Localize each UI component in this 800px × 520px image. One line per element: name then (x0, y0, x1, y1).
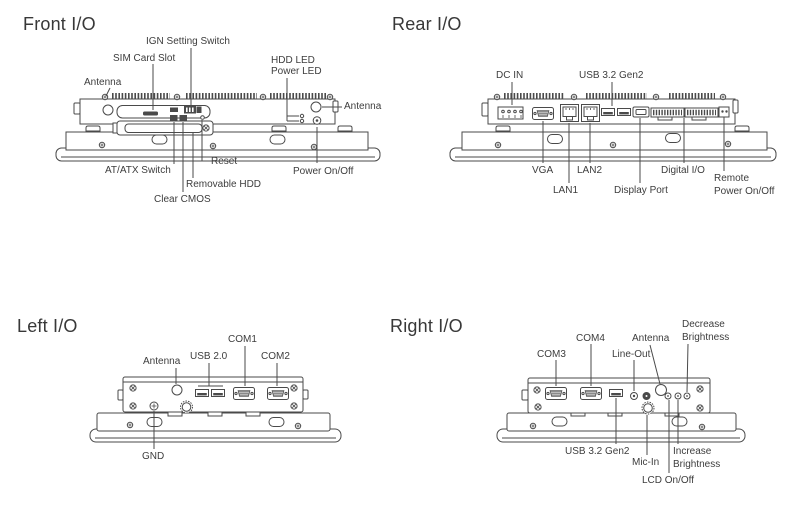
usb-20-port-1 (195, 389, 209, 397)
front-rear-cover (65, 131, 369, 151)
usb-20-port-2 (211, 389, 225, 397)
com3-port (545, 387, 567, 400)
usb-32-port-1 (601, 108, 615, 116)
left-leader-lines (153, 346, 278, 449)
label-increase-brightness: Increase Brightness (673, 446, 721, 470)
digital-io-terminal (650, 107, 719, 121)
label-remote-power-on-off: Remote Power On/Off (714, 173, 775, 197)
label-com1: COM1 (228, 334, 257, 345)
right-io-drawing (496, 343, 746, 473)
label-line-out: Line-Out (612, 349, 651, 360)
label-ign-setting-switch: IGN Setting Switch (146, 36, 230, 47)
decrease-brightness-button (683, 392, 691, 400)
power-led (299, 118, 305, 124)
com4-port (580, 387, 602, 400)
label-lan1: LAN1 (553, 185, 579, 196)
panel-title-left: Left I/O (17, 316, 78, 336)
lcd-on-off-button (664, 392, 672, 400)
label-vga: VGA (532, 165, 554, 176)
label-decrease-brightness: Decrease Brightness (682, 319, 730, 343)
label-clear-cmos: Clear CMOS (154, 194, 211, 205)
usb-32-gen2-port (609, 389, 623, 397)
hdd-led (299, 113, 305, 119)
lan1-port (560, 104, 579, 122)
left-io-drawing (89, 346, 342, 449)
label-usb-32-gen2-right: USB 3.2 Gen2 (565, 446, 630, 457)
rear-io-drawing (449, 82, 777, 183)
power-button (312, 116, 322, 125)
sim-tray (116, 105, 211, 119)
label-hdd-led: HDD LED (271, 55, 315, 66)
increase-brightness-button (674, 392, 682, 400)
label-power-led: Power LED (271, 66, 322, 77)
removable-hdd-tray (112, 120, 214, 136)
reset-button (200, 115, 205, 120)
label-removable-hdd: Removable HDD (186, 179, 262, 190)
front-leader-lines (105, 48, 342, 192)
label-antenna-right-panel: Antenna (632, 333, 670, 344)
label-usb-32-gen2-rear: USB 3.2 Gen2 (579, 70, 644, 81)
label-antenna-front-right: Antenna (344, 101, 382, 112)
at-atx-switch (170, 115, 178, 121)
label-antenna-left-panel: Antenna (143, 356, 181, 367)
ign-setting-switch (184, 106, 196, 114)
com2-port (267, 387, 289, 400)
label-com3: COM3 (537, 349, 566, 360)
label-lan2: LAN2 (577, 165, 603, 176)
antenna-hole (655, 384, 667, 396)
label-mic-in: Mic-In (632, 457, 660, 468)
label-antenna-front-left: Antenna (84, 77, 122, 88)
usb-32-port-2 (617, 108, 631, 116)
gnd-stud (149, 401, 159, 411)
lan2-port (581, 104, 600, 122)
panel-title-rear: Rear I/O (392, 14, 462, 34)
label-com4: COM4 (576, 333, 605, 344)
antenna-hole-right (310, 101, 322, 113)
label-sim-card-slot: SIM Card Slot (113, 53, 176, 64)
display-port (632, 106, 650, 118)
rear-leader-lines (511, 82, 725, 183)
line-out-jack (630, 392, 638, 400)
panel-title-right: Right I/O (390, 316, 463, 336)
label-usb-20: USB 2.0 (190, 351, 228, 362)
antenna-hole (171, 384, 183, 396)
dc-in-connector (497, 106, 524, 120)
clear-cmos-switch (179, 115, 187, 121)
label-digital-io: Digital I/O (661, 165, 705, 176)
label-display-port: Display Port (614, 185, 668, 196)
label-gnd: GND (142, 451, 165, 462)
com1-port (233, 387, 255, 400)
sim-card-slot (143, 111, 158, 116)
remote-power-connector (718, 106, 730, 118)
label-com2: COM2 (261, 351, 290, 362)
antenna-hole-left (102, 104, 114, 116)
front-io-drawing (55, 48, 381, 192)
panel-title-front: Front I/O (23, 14, 96, 34)
vga-port (532, 107, 554, 120)
label-dc-in: DC IN (496, 70, 524, 81)
label-reset: Reset (211, 156, 238, 167)
label-power-on-off: Power On/Off (293, 166, 354, 177)
label-at-atx-switch: AT/ATX Switch (105, 165, 171, 176)
mic-in-jack (642, 392, 651, 400)
label-lcd-on-off: LCD On/Off (642, 475, 695, 486)
rear-rear-cover (461, 131, 768, 151)
right-leader-lines (555, 343, 689, 473)
